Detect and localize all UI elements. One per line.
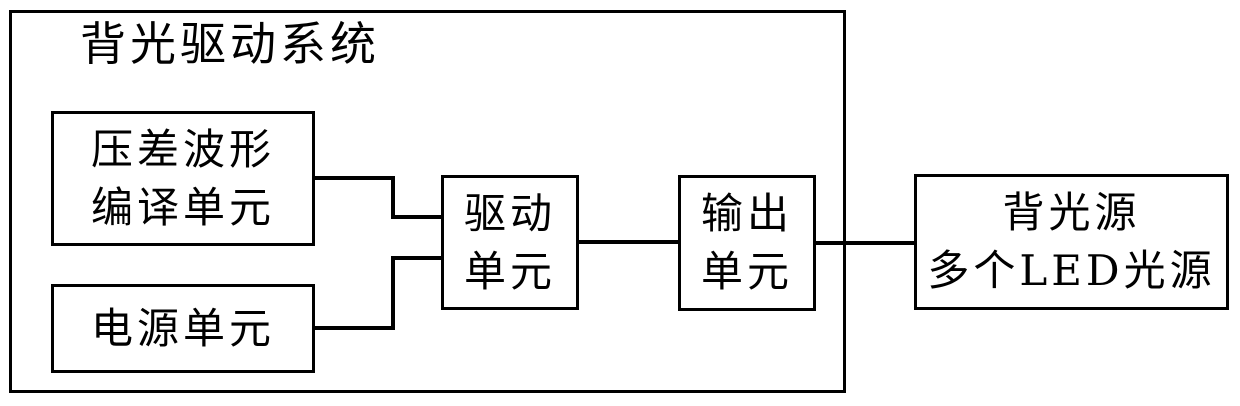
block-label-line: 电源单元	[90, 303, 275, 353]
block-power-unit: 电源单元	[51, 284, 315, 373]
block-label-line: 输出	[700, 189, 793, 238]
block-drive-unit: 驱动 单元	[441, 175, 579, 310]
block-label-line: 单元	[700, 247, 793, 296]
block-label-line: 单元	[463, 246, 556, 296]
block-label-line: 背光源	[1002, 188, 1141, 237]
block-label-line: 压差波形	[90, 124, 275, 174]
system-title: 背光驱动系统	[80, 17, 380, 71]
block-backlight-source: 背光源 多个LED光源	[914, 174, 1229, 310]
block-label-line: 多个LED光源	[927, 246, 1216, 295]
block-waveform-compile-unit: 压差波形 编译单元	[51, 111, 315, 246]
block-label-line: 驱动	[463, 188, 556, 238]
block-output-unit: 输出 单元	[678, 175, 816, 311]
block-label-line: 编译单元	[90, 182, 275, 232]
system-boundary-box	[9, 10, 846, 393]
